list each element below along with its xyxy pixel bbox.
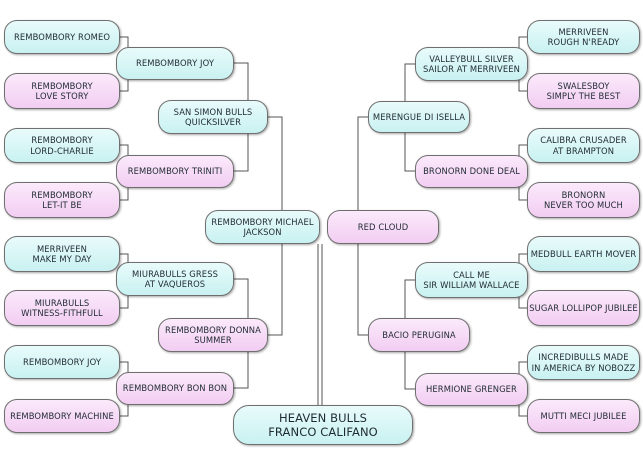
mgs-sire-name: VALLEYBULL SILVER SAILOR AT MERRIVEEN bbox=[422, 53, 521, 74]
ggp-5-name: MERRIVEEN MAKE MY DAY bbox=[32, 243, 92, 264]
pgd-dam-node[interactable]: REMBOMBORY BON BON bbox=[116, 372, 234, 405]
ggp-11-node[interactable]: CALIBRA CRUSADER AT BRAMPTON bbox=[527, 128, 640, 163]
subject-dog-node[interactable]: HEAVEN BULLS FRANCO CALIFANO bbox=[233, 405, 413, 445]
mgd-dam-node[interactable]: HERMIONE GRENGER bbox=[415, 373, 528, 406]
ggp-9-node[interactable]: MERRIVEEN ROUGH N'READY bbox=[527, 20, 640, 54]
pgd-sire-node[interactable]: MIURABULLS GRESS AT VAQUEROS bbox=[116, 262, 234, 296]
ggp-3-name: REMBOMBORY LORD-CHARLIE bbox=[30, 135, 94, 156]
ggp-5-node[interactable]: MERRIVEEN MAKE MY DAY bbox=[4, 236, 120, 272]
mgs-dam-name: BRONORN DONE DEAL bbox=[423, 166, 520, 177]
ggp-1-name: REMBOMBORY ROMEO bbox=[13, 31, 111, 42]
paternal-granddam-node[interactable]: REMBOMBORY DONNA SUMMER bbox=[158, 318, 268, 352]
ggp-4-name: REMBOMBORY LET-IT BE bbox=[31, 189, 93, 210]
ggp-8-name: REMBOMBORY MACHINE bbox=[10, 410, 114, 421]
ggp-7-name: REMBOMBORY JOY bbox=[22, 356, 102, 367]
ggp-15-name: INCREDIBULLS MADE IN AMERICA BY NOBOZZ bbox=[531, 352, 636, 373]
ggp-11-name: CALIBRA CRUSADER AT BRAMPTON bbox=[540, 135, 627, 156]
ggp-16-node[interactable]: MUTTI MECI JUBILEE bbox=[527, 399, 640, 433]
pgs-dam-name: REMBOMBORY TRINITI bbox=[127, 166, 223, 177]
ggp-16-name: MUTTI MECI JUBILEE bbox=[540, 410, 627, 421]
sire-node[interactable]: REMBOMBORY MICHAEL JACKSON bbox=[205, 210, 320, 244]
pgd-sire-name: MIURABULLS GRESS AT VAQUEROS bbox=[131, 268, 219, 289]
maternal-grandsire-node[interactable]: MERENGUE DI ISELLA bbox=[368, 101, 470, 133]
ggp-14-node[interactable]: SUGAR LOLLIPOP JUBILEE bbox=[527, 290, 640, 326]
paternal-grandsire-name: SAN SIMON BULLS QUICKSILVER bbox=[173, 106, 253, 127]
ggp-3-node[interactable]: REMBOMBORY LORD-CHARLIE bbox=[4, 128, 120, 163]
paternal-grandsire-node[interactable]: SAN SIMON BULLS QUICKSILVER bbox=[158, 100, 268, 134]
ggp-2-node[interactable]: REMBOMBORY LOVE STORY bbox=[4, 73, 120, 109]
ggp-13-name: MEDBULL EARTH MOVER bbox=[530, 248, 637, 259]
ggp-4-node[interactable]: REMBOMBORY LET-IT BE bbox=[4, 182, 120, 218]
maternal-granddam-name: BACIO PERUGINA bbox=[382, 329, 456, 340]
pgd-dam-name: REMBOMBORY BON BON bbox=[122, 383, 228, 394]
mgs-dam-node[interactable]: BRONORN DONE DEAL bbox=[415, 155, 528, 188]
ggp-15-node[interactable]: INCREDIBULLS MADE IN AMERICA BY NOBOZZ bbox=[527, 345, 640, 380]
pgs-sire-node[interactable]: REMBOMBORY JOY bbox=[116, 47, 234, 80]
ggp-12-name: BRONORN NEVER TOO MUCH bbox=[544, 189, 623, 210]
ggp-9-name: MERRIVEEN ROUGH N'READY bbox=[547, 26, 620, 47]
ggp-13-node[interactable]: MEDBULL EARTH MOVER bbox=[527, 236, 640, 272]
mgs-sire-node[interactable]: VALLEYBULL SILVER SAILOR AT MERRIVEEN bbox=[415, 47, 528, 81]
dam-name: RED CLOUD bbox=[357, 221, 409, 232]
maternal-grandsire-name: MERENGUE DI ISELLA bbox=[372, 111, 466, 122]
mgd-sire-node[interactable]: CALL ME SIR WILLIAM WALLACE bbox=[415, 262, 528, 298]
ggp-14-name: SUGAR LOLLIPOP JUBILEE bbox=[529, 302, 638, 313]
pgs-sire-name: REMBOMBORY JOY bbox=[135, 58, 215, 69]
ggp-8-node[interactable]: REMBOMBORY MACHINE bbox=[4, 399, 120, 433]
sire-name: REMBOMBORY MICHAEL JACKSON bbox=[211, 216, 314, 237]
ggp-2-name: REMBOMBORY LOVE STORY bbox=[31, 80, 93, 101]
dam-node[interactable]: RED CLOUD bbox=[327, 210, 439, 244]
mgd-sire-name: CALL ME SIR WILLIAM WALLACE bbox=[423, 269, 520, 290]
ggp-12-node[interactable]: BRONORN NEVER TOO MUCH bbox=[527, 182, 640, 218]
paternal-granddam-name: REMBOMBORY DONNA SUMMER bbox=[165, 324, 261, 345]
subject-dog-name: HEAVEN BULLS FRANCO CALIFANO bbox=[268, 410, 378, 439]
ggp-1-node[interactable]: REMBOMBORY ROMEO bbox=[4, 20, 120, 54]
ggp-6-name: MIURABULLS WITNESS-FITHFULL bbox=[21, 297, 103, 318]
ggp-10-node[interactable]: SWALESBOY SIMPLY THE BEST bbox=[527, 73, 640, 109]
maternal-granddam-node[interactable]: BACIO PERUGINA bbox=[368, 318, 470, 352]
ggp-6-node[interactable]: MIURABULLS WITNESS-FITHFULL bbox=[4, 290, 120, 326]
pgs-dam-node[interactable]: REMBOMBORY TRINITI bbox=[116, 155, 234, 188]
mgd-dam-name: HERMIONE GRENGER bbox=[426, 384, 517, 395]
ggp-10-name: SWALESBOY SIMPLY THE BEST bbox=[546, 80, 621, 101]
ggp-7-node[interactable]: REMBOMBORY JOY bbox=[4, 345, 120, 379]
